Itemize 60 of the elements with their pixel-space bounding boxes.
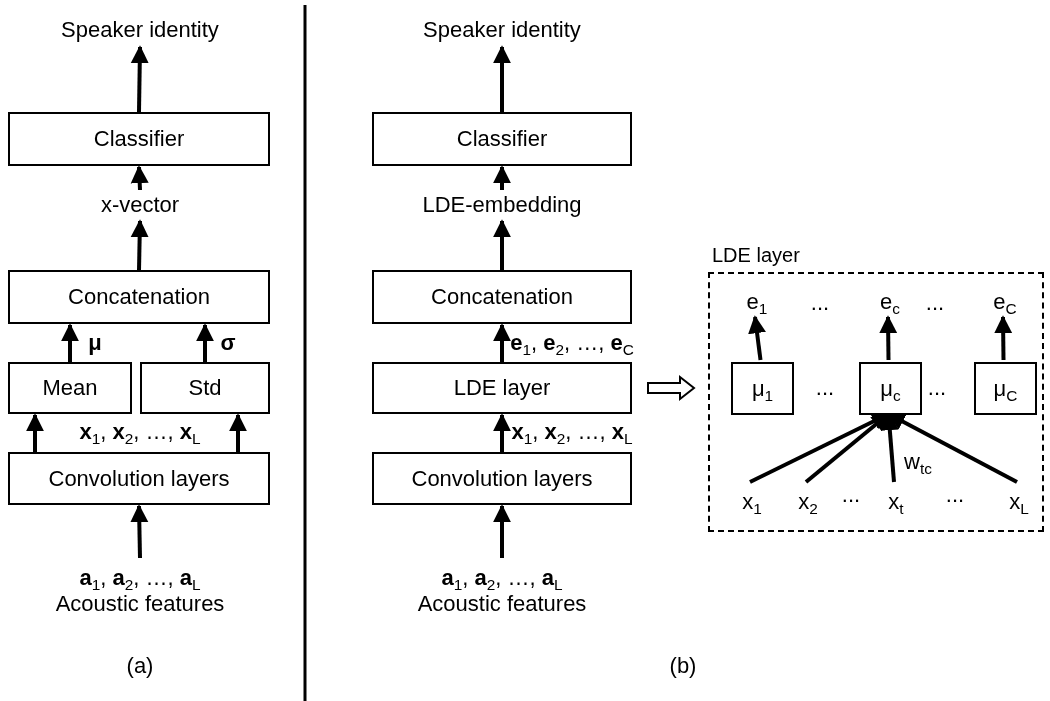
ellipsis: ...: [815, 375, 835, 401]
node-text: Speaker identity: [61, 17, 219, 43]
process-box: μ$_{C}$: [974, 362, 1037, 415]
arrow: [493, 413, 511, 452]
process-box: Concatenation: [8, 270, 270, 324]
arrow: [493, 165, 511, 190]
arrow: [130, 219, 149, 271]
panel-label: (b): [669, 653, 697, 679]
node-text: x$_{2}$: [798, 489, 818, 515]
node-text: a$_{1}$, a$_{2}$, …, a$_{L}$: [79, 565, 201, 591]
node-text: e$_{1}$: [746, 289, 768, 315]
ellipsis: ...: [945, 482, 965, 508]
arrow: [229, 413, 247, 452]
process-box: Std: [140, 362, 270, 414]
process-box: μ$_{1}$: [731, 362, 794, 415]
arrow: [130, 45, 149, 113]
node-text: x$_{t}$: [888, 489, 904, 515]
process-box: Convolution layers: [8, 452, 270, 505]
arrow: [196, 323, 214, 362]
arrow: [748, 315, 766, 361]
edge-label: e$_{1}$, e$_{2}$, …, e$_{C}$: [510, 330, 634, 356]
node-text: a$_{1}$, a$_{2}$, …, a$_{L}$: [441, 565, 563, 591]
ellipsis: ...: [927, 375, 947, 401]
panel-label: (a): [126, 653, 154, 679]
group-title: LDE layer: [712, 244, 800, 267]
arrow: [493, 45, 511, 112]
node-text: LDE-embedding: [422, 192, 582, 218]
arrow: [130, 165, 149, 191]
node-text: Acoustic features: [55, 591, 225, 617]
arrow: [647, 374, 696, 402]
node-text: x$_{1}$: [742, 489, 762, 515]
arrow: [493, 219, 511, 270]
vector-text: x$_{1}$, x$_{2}$, …, x$_{L}$: [79, 419, 201, 445]
edge-label: σ: [220, 330, 236, 356]
node-text: Speaker identity: [423, 17, 581, 43]
node-text: x-vector: [100, 192, 180, 218]
edge-label: w$_{tc}$: [904, 449, 932, 475]
process-box: μ$_{c}$: [859, 362, 922, 415]
arrow: [994, 315, 1013, 361]
process-box: LDE layer: [372, 362, 632, 414]
process-box: Classifier: [372, 112, 632, 166]
arrow: [879, 315, 898, 361]
edge-label: μ: [88, 330, 102, 356]
ellipsis: ...: [925, 290, 945, 316]
arrow: [26, 413, 44, 452]
arrow: [130, 504, 149, 559]
ellipsis: ...: [810, 290, 830, 316]
ellipsis: ...: [841, 482, 861, 508]
arrow: [493, 323, 511, 362]
process-box: Convolution layers: [372, 452, 632, 505]
node-text: e$_{C}$: [993, 289, 1017, 315]
process-box: Mean: [8, 362, 132, 414]
edge-label: x$_{1}$, x$_{2}$, …, x$_{L}$: [511, 419, 633, 445]
node-text: x$_{L}$: [1009, 489, 1029, 515]
process-box: Concatenation: [372, 270, 632, 324]
arrow: [61, 323, 79, 362]
process-box: Classifier: [8, 112, 270, 166]
arrow: [493, 504, 511, 558]
node-text: e$_{c}$: [880, 289, 900, 315]
node-text: Acoustic features: [417, 591, 587, 617]
